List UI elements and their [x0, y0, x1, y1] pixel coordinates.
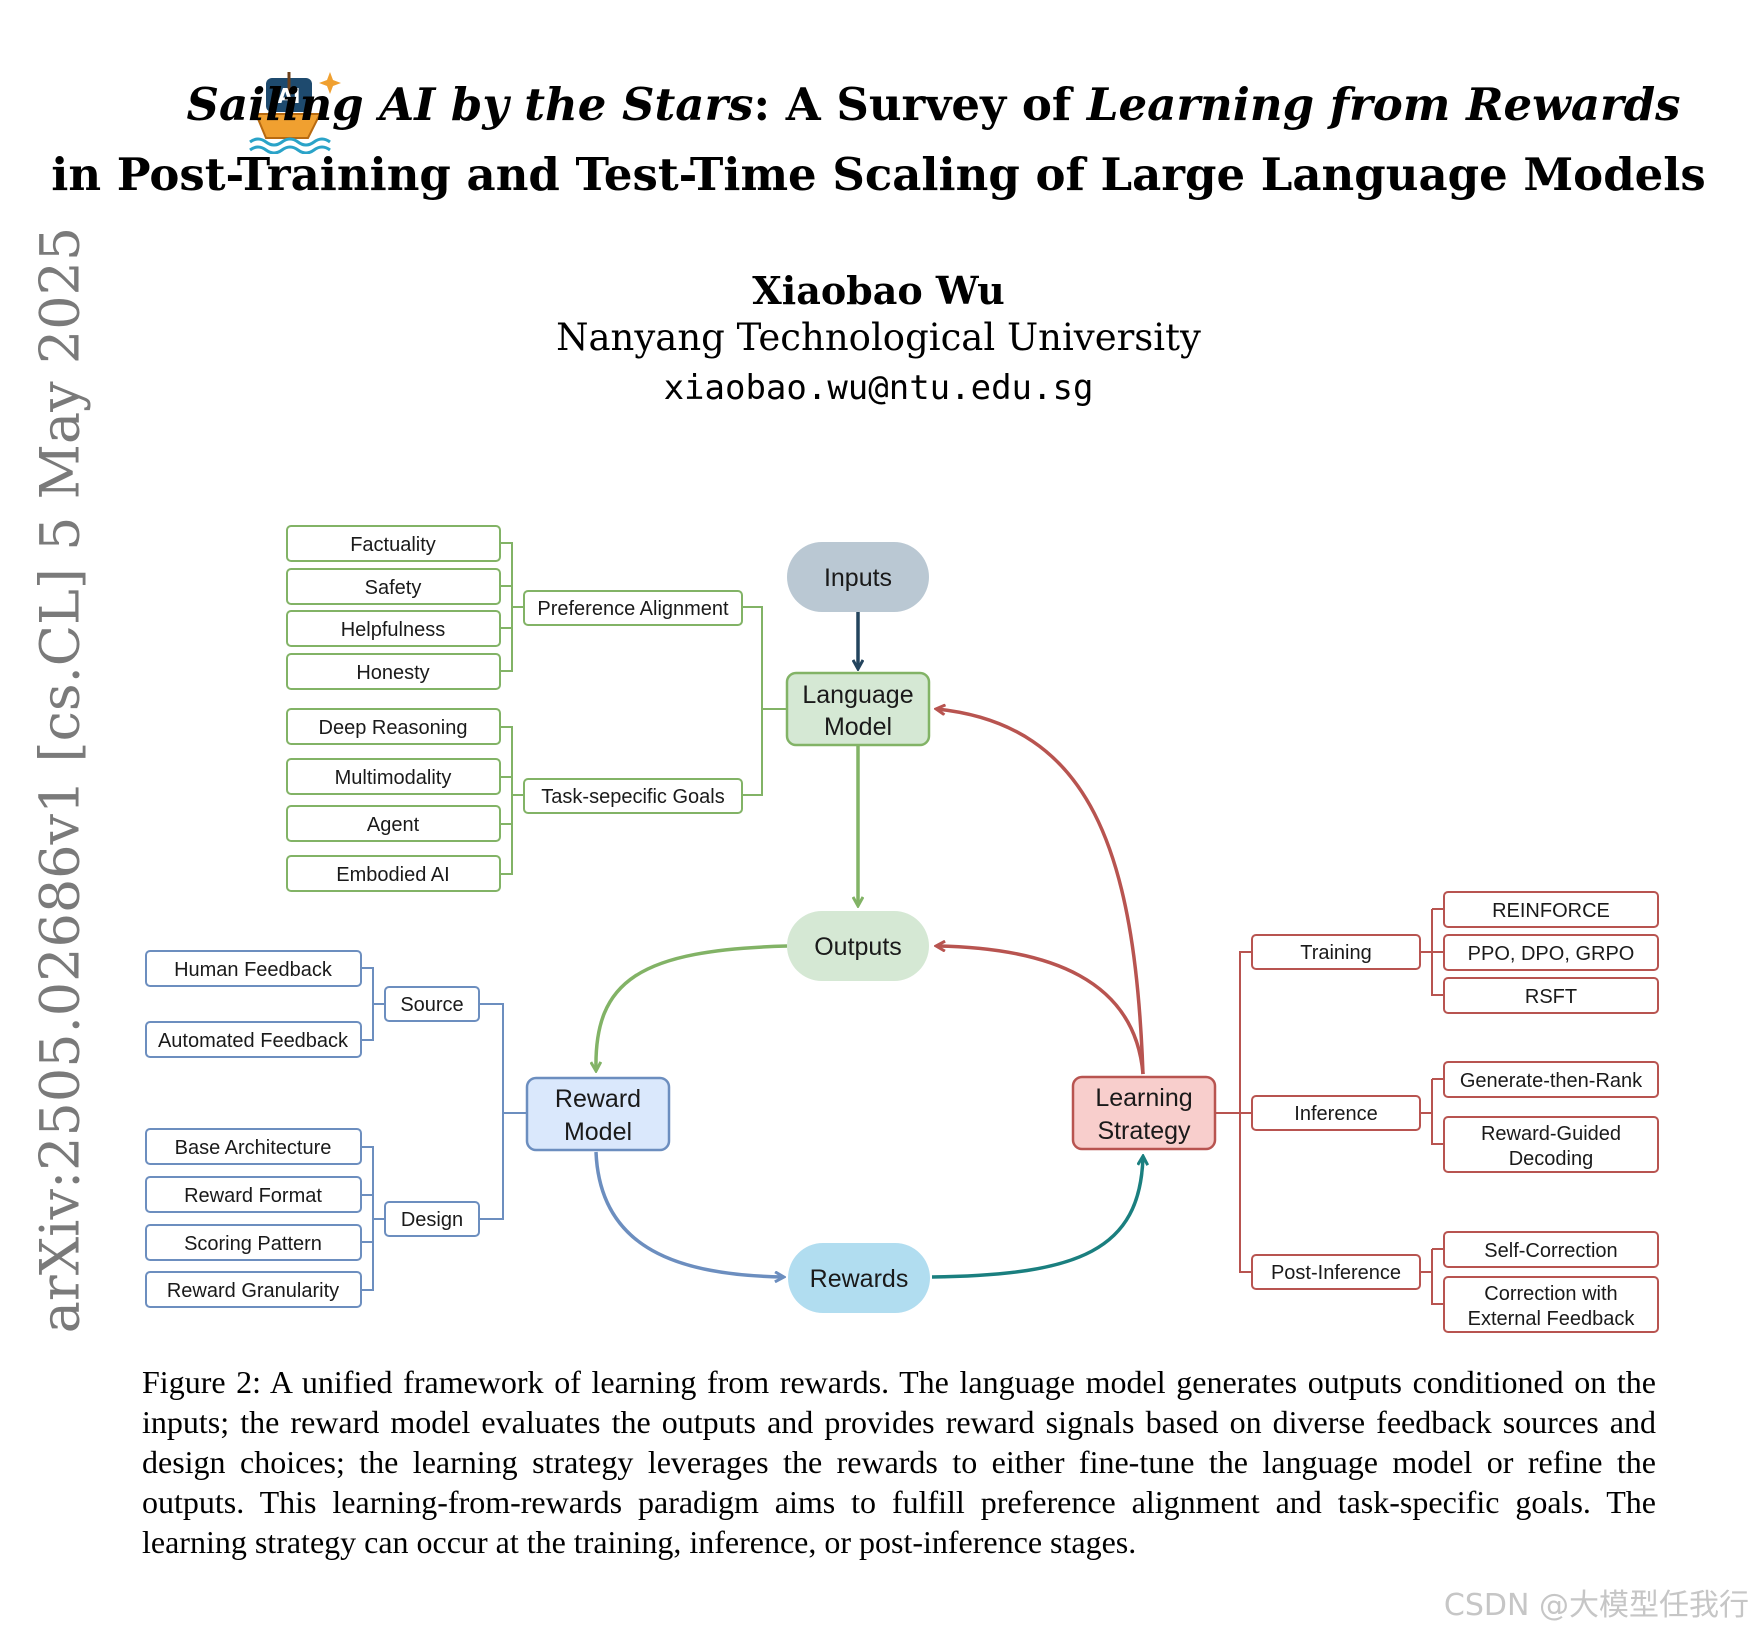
arrow-rm-to-rewards [594, 1151, 783, 1277]
goal-preference-alignment: Preference Alignment [523, 590, 743, 626]
method-generate-then-rank: Generate-then-Rank [1443, 1061, 1659, 1098]
stage-inference: Inference [1251, 1095, 1421, 1131]
connector-strategy-stages [1216, 951, 1252, 1273]
method-self-correction: Self-Correction [1443, 1231, 1659, 1268]
goal-safety: Safety [286, 568, 501, 605]
svg-text:PPO, DPO, GRPO: PPO, DPO, GRPO [1468, 943, 1635, 965]
connector-rm-branches [479, 1003, 527, 1220]
svg-text:Safety: Safety [365, 577, 422, 599]
goal-task-specific: Task-sepecific Goals [523, 778, 743, 814]
svg-text:Generate-then-Rank: Generate-then-Rank [1460, 1070, 1643, 1092]
figure-caption: Figure 2: A unified framework of learnin… [142, 1364, 1656, 1560]
svg-text:RSFT: RSFT [1525, 986, 1577, 1008]
arrow-strategy-to-lm [937, 709, 1145, 1075]
svg-text:Embodied AI: Embodied AI [336, 864, 449, 886]
author-affiliation: Nanyang Technological University [556, 316, 1201, 359]
svg-text:Scoring Pattern: Scoring Pattern [184, 1233, 322, 1255]
rm-design: Design [384, 1201, 480, 1237]
arrow-outputs-to-rm [596, 944, 788, 1070]
arrow-strategy-to-outputs [937, 946, 1145, 1075]
paper-title-line-2: in Post-Training and Test-Time Scaling o… [51, 148, 1706, 201]
svg-text:Rewards: Rewards [810, 1265, 909, 1293]
svg-text:Inputs: Inputs [824, 564, 892, 592]
svg-text:Post-Inference: Post-Inference [1271, 1262, 1401, 1284]
svg-text:Reward Granularity: Reward Granularity [167, 1280, 339, 1302]
goal-deep-reasoning: Deep Reasoning [286, 708, 501, 745]
svg-text:REINFORCE: REINFORCE [1492, 900, 1610, 922]
node-language-model: Language Model [785, 671, 931, 747]
paper-title-line-1: Sailing AI by the Stars: A Survey of Lea… [186, 78, 1681, 131]
goal-multimodality: Multimodality [286, 758, 501, 795]
connector-preference-items [500, 542, 524, 672]
svg-text:Reward-Guided: Reward-Guided [1481, 1123, 1621, 1145]
connector-goals-lm [742, 606, 787, 796]
svg-text:Task-sepecific Goals: Task-sepecific Goals [541, 786, 724, 808]
connector-design-items [361, 1146, 385, 1291]
connector-training-items [1420, 908, 1444, 996]
watermark: CSDN @大模型任我行 [1443, 1588, 1749, 1623]
svg-text:Model: Model [564, 1118, 632, 1146]
author-name: Xiaobao Wu [752, 268, 1005, 313]
svg-text:Decoding: Decoding [1509, 1148, 1594, 1170]
connector-task-items [500, 726, 524, 875]
rm-human-feedback: Human Feedback [145, 950, 362, 987]
svg-text:Base Architecture: Base Architecture [175, 1137, 332, 1159]
goal-embodied-ai: Embodied AI [286, 855, 501, 892]
node-reward-model: Reward Model [525, 1076, 671, 1152]
svg-text:Reward: Reward [555, 1085, 641, 1113]
svg-text:Source: Source [400, 994, 463, 1016]
node-outputs: Outputs [787, 911, 929, 981]
svg-text:Outputs: Outputs [814, 933, 902, 961]
rm-reward-format: Reward Format [145, 1176, 362, 1213]
node-learning-strategy: Learning Strategy [1071, 1075, 1217, 1151]
goal-agent: Agent [286, 805, 501, 842]
svg-text:Model: Model [824, 713, 892, 741]
svg-text:Honesty: Honesty [356, 662, 429, 684]
ship-logo-icon: AI [249, 72, 341, 154]
svg-text:Strategy: Strategy [1097, 1117, 1191, 1145]
svg-text:Preference Alignment: Preference Alignment [537, 598, 729, 620]
author-email: xiaobao.wu@ntu.edu.sg [663, 368, 1094, 408]
svg-text:Inference: Inference [1294, 1103, 1377, 1125]
method-rsft: RSFT [1443, 977, 1659, 1014]
rm-source: Source [384, 986, 480, 1022]
framework-diagram: Inputs Language Model Outputs Reward Mod… [145, 525, 1659, 1333]
rm-scoring-pattern: Scoring Pattern [145, 1224, 362, 1261]
svg-text:Automated Feedback: Automated Feedback [158, 1030, 349, 1052]
svg-text:External Feedback: External Feedback [1468, 1308, 1636, 1330]
svg-text:Factuality: Factuality [350, 534, 436, 556]
connector-post-inference-items [1420, 1248, 1444, 1305]
goal-factuality: Factuality [286, 525, 501, 562]
node-inputs: Inputs [787, 542, 929, 612]
svg-text:Self-Correction: Self-Correction [1484, 1240, 1617, 1262]
rm-base-architecture: Base Architecture [145, 1128, 362, 1165]
svg-text:Agent: Agent [367, 814, 420, 836]
connector-source-items [361, 967, 385, 1041]
svg-text:Human Feedback: Human Feedback [174, 959, 333, 981]
svg-text:Helpfulness: Helpfulness [341, 619, 446, 641]
svg-text:Training: Training [1300, 942, 1372, 964]
goal-honesty: Honesty [286, 653, 501, 690]
arrow-rewards-to-strategy [931, 1157, 1143, 1279]
svg-text:Design: Design [401, 1209, 463, 1231]
method-reinforce: REINFORCE [1443, 891, 1659, 928]
node-rewards: Rewards [788, 1243, 930, 1313]
rm-reward-granularity: Reward Granularity [145, 1271, 362, 1308]
method-ppo-dpo-grpo: PPO, DPO, GRPO [1443, 934, 1659, 971]
goal-helpfulness: Helpfulness [286, 610, 501, 647]
stage-training: Training [1251, 934, 1421, 970]
logo-text: AI [278, 84, 301, 108]
stage-post-inference: Post-Inference [1251, 1254, 1421, 1290]
svg-text:Learning: Learning [1095, 1084, 1192, 1112]
rm-automated-feedback: Automated Feedback [145, 1021, 362, 1058]
svg-text:Language: Language [802, 681, 913, 709]
svg-text:Deep Reasoning: Deep Reasoning [319, 717, 468, 739]
star-icon [319, 72, 341, 94]
svg-text:Reward Format: Reward Format [184, 1185, 322, 1207]
svg-text:Correction with: Correction with [1484, 1283, 1617, 1305]
connector-inference-items [1420, 1078, 1444, 1145]
svg-text:Multimodality: Multimodality [335, 767, 452, 789]
